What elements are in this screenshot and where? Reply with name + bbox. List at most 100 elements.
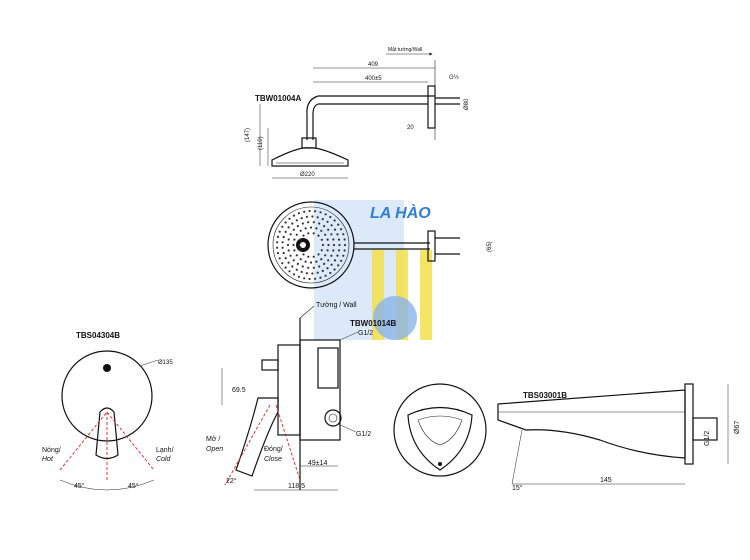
- nozzle-dot: [304, 227, 307, 230]
- nozzle-dot: [318, 222, 321, 225]
- nozzle-dot: [302, 234, 305, 237]
- angle-22: 22°: [226, 477, 237, 485]
- nozzle-dot: [343, 238, 346, 241]
- nozzle-dot: [305, 272, 308, 275]
- nozzle-dot: [281, 241, 284, 244]
- nozzle-dot: [302, 253, 305, 256]
- nozzle-dot: [315, 227, 318, 230]
- wall-label: Mặt tường/Wall: [388, 47, 422, 53]
- nozzle-dot: [317, 234, 320, 237]
- nozzle-dot: [320, 258, 323, 261]
- valve-drawing: Tường / Wall TBW01014B G1/2 G1/2 69.5 Mở…: [206, 302, 396, 491]
- dim-65: (65): [487, 241, 493, 252]
- nozzle-dot: [276, 252, 280, 255]
- nozzle-dot: [295, 219, 298, 222]
- nozzle-dot: [327, 259, 330, 262]
- nozzle-dot: [343, 249, 346, 252]
- nozzle-dot: [330, 233, 333, 236]
- nozzle-dot: [293, 249, 296, 252]
- spout-drawing: TBS03001B 145 15° G1/2 Ø67: [497, 383, 741, 492]
- watermark-yellow-bar-3: [420, 250, 432, 340]
- close-label-vi: Đóng/: [264, 446, 283, 453]
- nozzle-dot: [342, 233, 345, 236]
- nozzle-dot: [324, 213, 327, 216]
- nozzle-dot: [292, 273, 296, 276]
- dim-145: 145: [600, 477, 612, 484]
- nozzle-dot: [297, 275, 300, 278]
- nozzle-dot: [308, 209, 311, 213]
- hot-label-vi: Nóng/: [42, 447, 61, 454]
- nozzle-dot: [321, 269, 324, 272]
- nozzle-dot: [321, 218, 324, 221]
- valve-model: TBW01014B: [350, 319, 396, 328]
- nozzle-dot: [320, 238, 323, 241]
- nozzle-dot: [292, 259, 295, 262]
- close-label-en: Close: [264, 456, 282, 463]
- nozzle-dot: [330, 263, 333, 266]
- nozzle-dot: [343, 243, 347, 247]
- nozzle-dot: [318, 265, 321, 268]
- nozzle-dot: [314, 277, 317, 280]
- nozzle-dot: [326, 238, 329, 241]
- shower-head-face: (65): [267, 201, 493, 289]
- dim-409: 409: [368, 62, 379, 68]
- nozzle-dot: [308, 277, 311, 281]
- nozzle-dot: [305, 215, 308, 218]
- nozzle-dot: [307, 221, 310, 224]
- shower-head-drawing: TBW01004A Mặt tường/Wall 409 400±5 G½ Ø8…: [245, 47, 470, 179]
- nozzle-dot: [299, 238, 302, 241]
- nozzle-dot: [316, 216, 319, 219]
- nozzle-dot: [337, 249, 341, 252]
- nozzle-dot: [282, 251, 285, 255]
- nozzle-dot: [284, 230, 287, 233]
- cold-label-en: Cold: [156, 456, 172, 463]
- dim-80: Ø80: [464, 98, 470, 110]
- nozzle-dot: [299, 258, 302, 261]
- nozzle-dot: [340, 259, 343, 262]
- nozzle-dot: [320, 249, 323, 252]
- nozzle-dot: [333, 219, 336, 222]
- nozzle-dot: [299, 229, 302, 232]
- nozzle-dot: [301, 265, 304, 268]
- nozzle-dot: [316, 271, 319, 274]
- dim-695: 69.5: [232, 387, 246, 394]
- dim-1185: 118.5: [288, 483, 305, 490]
- nozzle-dot: [287, 226, 290, 229]
- nozzle-dot: [329, 271, 332, 275]
- dim-110: (110): [258, 136, 264, 150]
- dim-67: Ø67: [734, 421, 741, 434]
- watermark-text: LA HÀO: [370, 203, 431, 222]
- nozzle-dot: [287, 238, 290, 241]
- nozzle-dot: [324, 254, 327, 257]
- trim-model: TBS04304B: [76, 331, 120, 340]
- nozzle-dot: [314, 210, 317, 213]
- nozzle-dot: [284, 266, 287, 269]
- cold-label-vi: Lạnh/: [156, 447, 174, 454]
- nozzle-dot: [332, 249, 335, 252]
- nozzle-dot: [282, 235, 285, 239]
- dim-spout-g12: G1/2: [704, 431, 711, 446]
- nozzle-dot: [292, 243, 295, 247]
- nozzle-dot: [303, 277, 306, 280]
- nozzle-dot: [296, 262, 299, 265]
- nozzle-dot: [292, 214, 296, 217]
- nozzle-dot: [323, 262, 326, 265]
- dim-49: 49±14: [308, 460, 328, 467]
- nozzle-dot: [309, 261, 313, 264]
- nozzle-dot: [336, 233, 339, 236]
- nozzle-dot: [321, 243, 325, 247]
- nozzle-dot: [312, 232, 315, 235]
- watermark: LA HÀO: [314, 200, 432, 340]
- nozzle-dot: [333, 228, 337, 231]
- nozzle-dot: [276, 235, 280, 238]
- nozzle-dot: [320, 229, 323, 232]
- watermark-blue-circle: [373, 296, 417, 340]
- nozzle-dot: [311, 272, 314, 275]
- nozzle-dot: [337, 223, 340, 226]
- nozzle-dot: [300, 270, 303, 273]
- nozzle-dot: [281, 225, 284, 228]
- nozzle-dot: [284, 257, 287, 260]
- angle-left: 45°: [74, 482, 85, 490]
- nozzle-dot: [326, 220, 329, 223]
